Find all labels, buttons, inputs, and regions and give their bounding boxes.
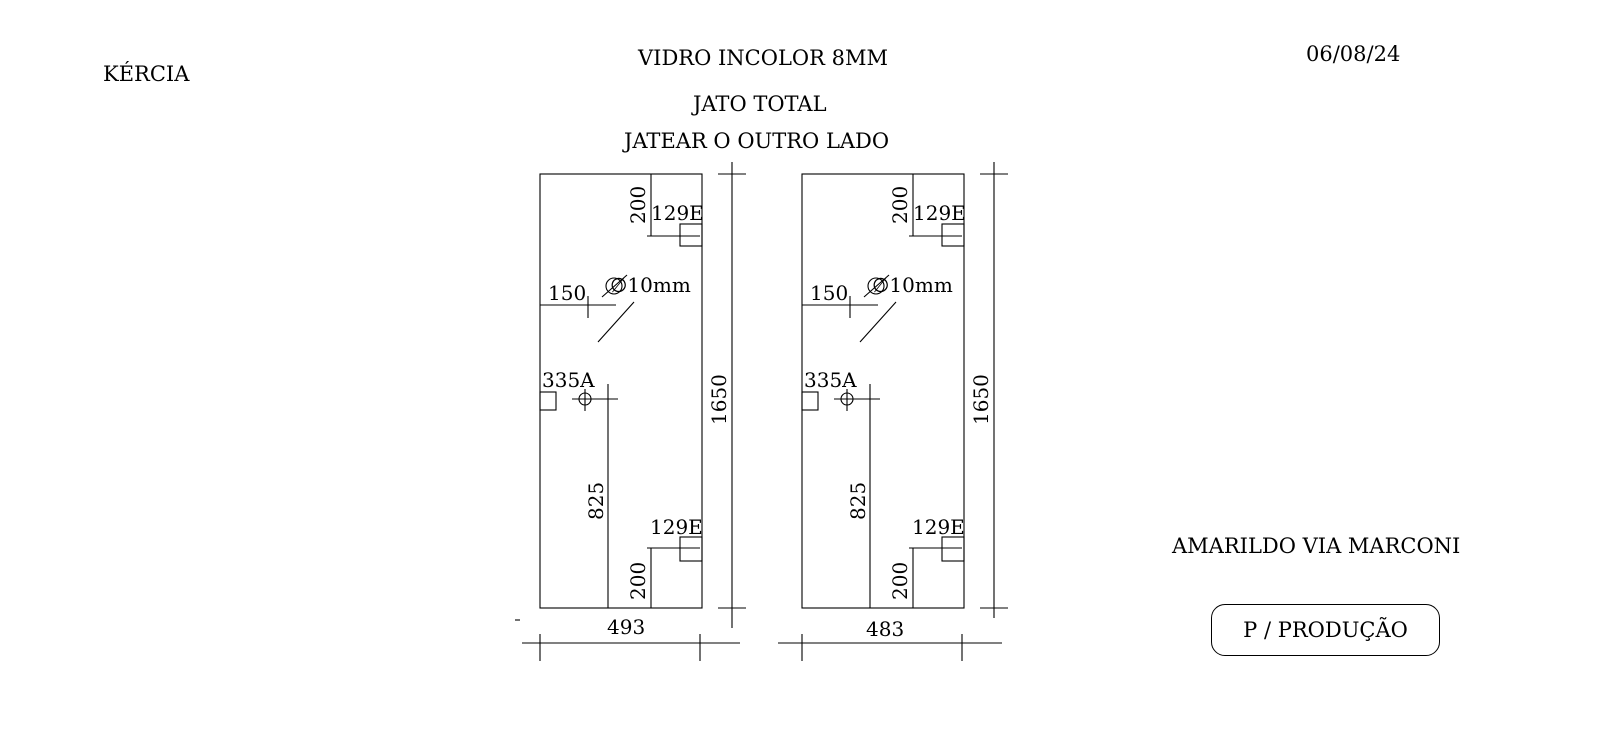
- panel-1-bottom-offset: 200: [626, 562, 650, 600]
- panel-2-width: 483: [866, 617, 904, 641]
- panel-2-lock-height: 825: [846, 482, 870, 520]
- panel-1-width: 493: [607, 615, 645, 639]
- panel-2-lock: [801, 391, 819, 411]
- site-name: AMARILDO VIA MARCONI: [1172, 534, 1461, 558]
- finish-spec: JATO TOTAL: [693, 92, 827, 116]
- panel-1-lock-code: 335A: [542, 368, 595, 392]
- panel-1-top-offset: 200: [626, 186, 650, 224]
- panel-2-height: 1650: [969, 374, 993, 425]
- panel-1-bottom-code: 129E: [650, 515, 703, 539]
- panel-2-top-hinge: [941, 223, 965, 247]
- panel-1-lock-height: 825: [584, 482, 608, 520]
- client-name: KÉRCIA: [103, 62, 190, 86]
- panel-1-top-code: 129E: [651, 201, 704, 225]
- panel-1-top-hinge: [679, 223, 703, 247]
- finish-note: JATEAR O OUTRO LADO: [624, 129, 890, 153]
- panel-2-hole-offset: 150: [810, 281, 848, 305]
- panel-2-hole-icon: [867, 277, 885, 295]
- panel-2-bottom-offset: 200: [888, 562, 912, 600]
- glass-panel-2: 200 129E 150 ∅10mm 335A 825 129E 200 165…: [778, 162, 1008, 661]
- panel-1-hole-offset: 150: [548, 281, 586, 305]
- glass-panel-1: 200 129E 150 ∅10mm 335A 825 129E 200 165…: [515, 162, 746, 661]
- panel-2-bottom-code: 129E: [912, 515, 965, 539]
- panel-1-hole-label: ∅10mm: [610, 273, 691, 297]
- panel-1-outline: [539, 173, 703, 609]
- panel-1-hole-icon: [605, 277, 623, 295]
- date-label: 06/08/24: [1306, 42, 1401, 66]
- panel-2-bottom-hinge: [941, 536, 965, 562]
- status-badge: P / PRODUÇÃO: [1211, 604, 1440, 656]
- panel-1-bottom-hinge: [679, 536, 703, 562]
- panel-2-top-offset: 200: [888, 186, 912, 224]
- panel-1-lock: [539, 391, 557, 411]
- panel-2-top-code: 129E: [913, 201, 966, 225]
- panel-2-outline: [801, 173, 965, 609]
- panel-2-hole-label: ∅10mm: [872, 273, 953, 297]
- panel-1-height: 1650: [707, 374, 731, 425]
- glass-spec: VIDRO INCOLOR 8MM: [638, 46, 888, 70]
- panel-2-lock-code: 335A: [804, 368, 857, 392]
